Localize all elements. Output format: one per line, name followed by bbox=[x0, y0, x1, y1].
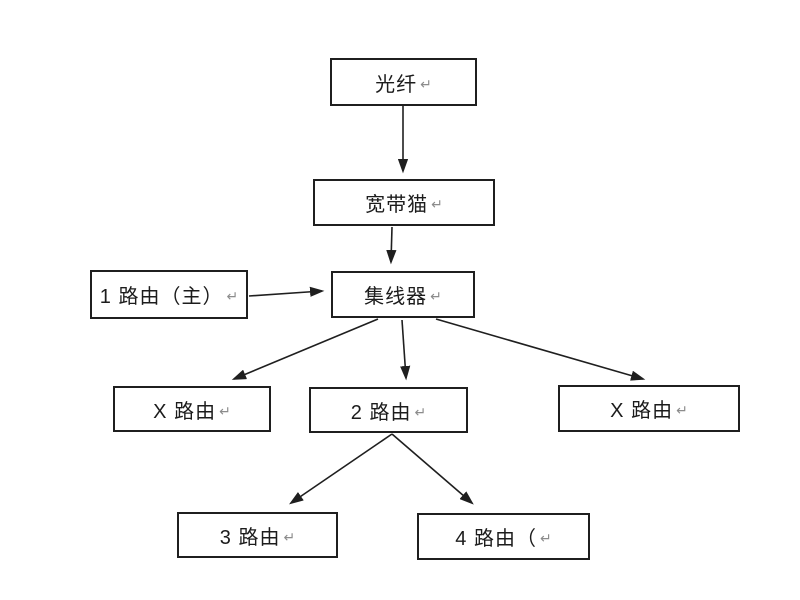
node-routerX-left: X 路由↵ bbox=[113, 386, 271, 432]
node-modem: 宽带猫↵ bbox=[313, 179, 495, 226]
node-routerX-right: X 路由↵ bbox=[558, 385, 740, 432]
edge-hub-to-routerX-right bbox=[435, 318, 646, 381]
edge-modem-to-hub bbox=[386, 226, 397, 265]
node-router3: 3 路由↵ bbox=[177, 512, 338, 558]
node-label: 1 路由（主） bbox=[99, 286, 224, 308]
node-label: 光纤 bbox=[375, 73, 418, 96]
paragraph-return-icon: ↵ bbox=[226, 288, 239, 304]
node-router1-main: 1 路由（主）↵ bbox=[90, 270, 248, 319]
node-hub: 集线器↵ bbox=[331, 271, 475, 318]
paragraph-return-icon: ↵ bbox=[219, 402, 231, 419]
node-label: X 路由 bbox=[610, 400, 674, 422]
paragraph-return-icon: ↵ bbox=[676, 402, 688, 418]
paragraph-return-icon: ↵ bbox=[414, 403, 427, 420]
node-label: 3 路由 bbox=[219, 526, 281, 549]
node-label: X 路由 bbox=[153, 400, 217, 423]
paragraph-return-icon: ↵ bbox=[539, 530, 552, 546]
edge-router1-main-to-hub bbox=[248, 286, 325, 297]
paragraph-return-icon: ↵ bbox=[283, 528, 296, 545]
paragraph-return-icon: ↵ bbox=[420, 75, 432, 92]
node-router4: 4 路由（↵ bbox=[417, 513, 590, 560]
edge-hub-to-router2 bbox=[400, 319, 411, 381]
edge-router2-to-router3 bbox=[289, 433, 393, 505]
node-router2: 2 路由↵ bbox=[309, 387, 468, 433]
node-fiber: 光纤↵ bbox=[330, 58, 477, 106]
node-label: 2 路由 bbox=[350, 401, 412, 424]
paragraph-return-icon: ↵ bbox=[431, 196, 443, 212]
paragraph-return-icon: ↵ bbox=[430, 288, 442, 304]
edge-router2-to-router4 bbox=[391, 433, 474, 505]
node-label: 集线器 bbox=[364, 286, 428, 308]
node-label: 宽带猫 bbox=[365, 194, 429, 216]
node-label: 4 路由（ bbox=[455, 528, 537, 550]
edge-hub-to-routerX-left bbox=[231, 318, 379, 380]
